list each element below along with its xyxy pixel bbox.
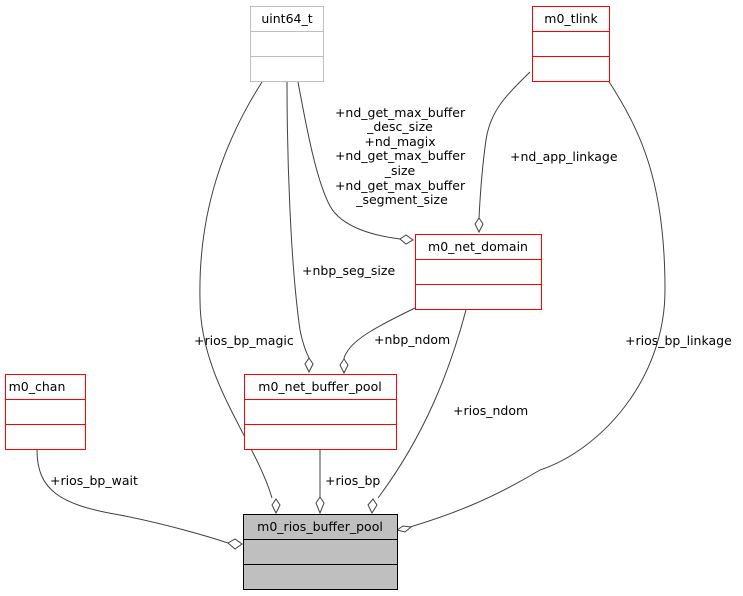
aggregation-diamond: [304, 357, 314, 374]
node-rios-buffer-pool[interactable]: m0_rios_buffer_pool: [243, 514, 398, 590]
edge-rios-chan: [36, 449, 243, 550]
aggregation-diamond: [399, 234, 414, 245]
aggregation-diamond: [395, 525, 413, 533]
edge-rios-domain: [367, 309, 467, 515]
node-title: m0_rios_buffer_pool: [257, 519, 383, 534]
node-net-buffer-pool[interactable]: m0_net_buffer_pool: [244, 374, 397, 450]
edge-pool-uint64: [286, 81, 314, 374]
edge-domain-tlink: [474, 71, 531, 234]
edge-label-pool-uint64: +nbp_seg_size: [302, 263, 395, 278]
edge-label-domain-uint64: +nd_get_max_buffer _desc_size +nd_magix …: [335, 105, 469, 207]
node-net-domain[interactable]: m0_net_domain: [415, 234, 542, 310]
edge-label-rios-pool: +rios_bp: [325, 473, 380, 488]
aggregation-diamond: [227, 538, 243, 550]
edge-label-rios-uint64: +rios_bp_magic: [194, 333, 294, 348]
node-uint64[interactable]: uint64_t: [250, 6, 324, 82]
edge-label-domain-tlink: +nd_app_linkage: [510, 149, 618, 164]
aggregation-diamond: [474, 217, 484, 234]
node-title: uint64_t: [261, 11, 312, 26]
edge-pool-domain: [339, 307, 416, 375]
edge-rios-pool: [315, 450, 325, 515]
aggregation-diamond: [339, 358, 349, 375]
node-title: m0_chan: [9, 379, 66, 394]
aggregation-diamond: [271, 498, 281, 515]
node-title: m0_tlink: [544, 11, 598, 26]
aggregation-diamond: [367, 498, 378, 515]
node-title: m0_net_domain: [428, 239, 528, 254]
edge-label-rios-tlink: +rios_bp_linkage: [625, 333, 732, 348]
aggregation-diamond: [315, 496, 325, 515]
edge-rios-tlink: [395, 79, 666, 533]
node-tlink[interactable]: m0_tlink: [532, 6, 610, 82]
edge-label-rios-domain: +rios_ndom: [453, 403, 528, 418]
edge-label-pool-domain: +nbp_ndom: [374, 332, 450, 347]
node-title: m0_net_buffer_pool: [258, 379, 381, 394]
node-chan[interactable]: m0_chan: [5, 374, 86, 450]
edge-domain-uint64: [297, 81, 414, 245]
edge-label-rios-chan: +rios_bp_wait: [50, 473, 138, 488]
